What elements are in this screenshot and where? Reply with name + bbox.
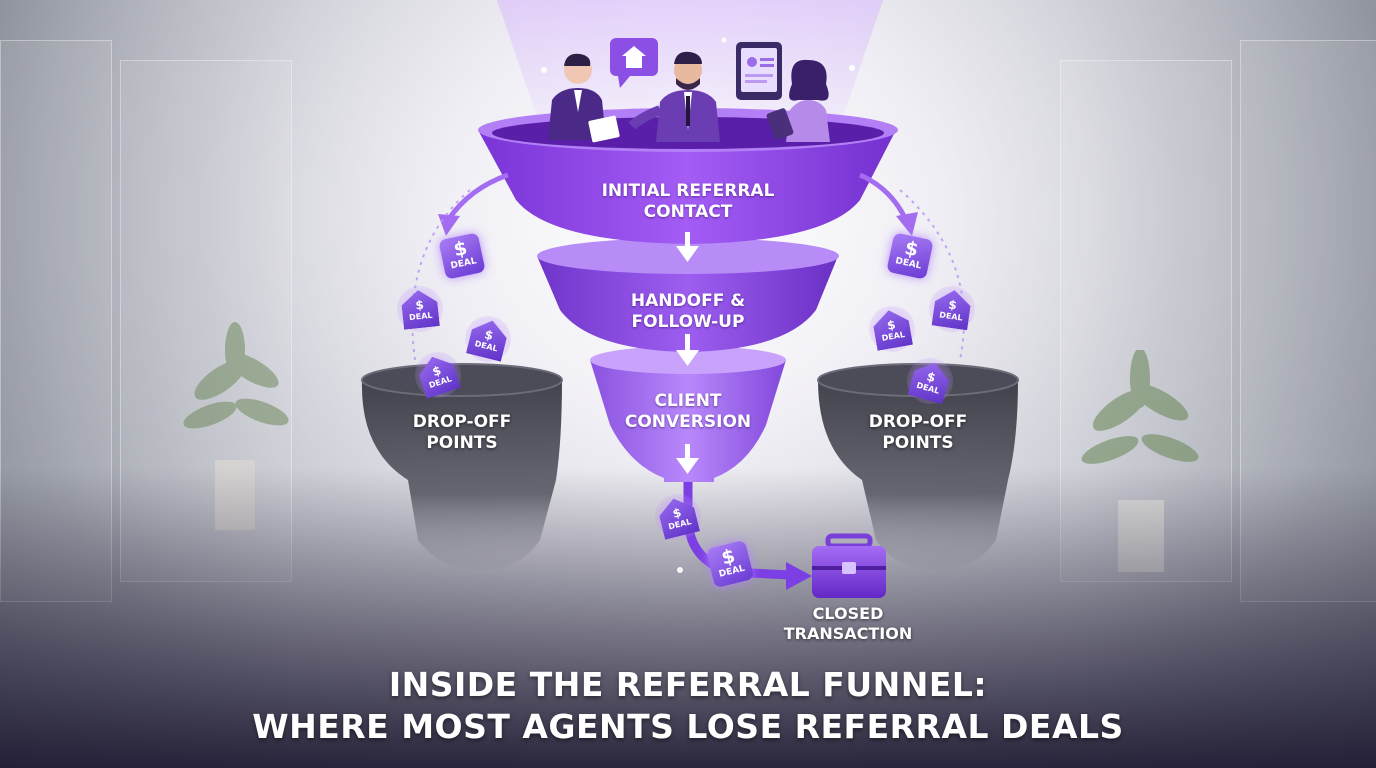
drop-arrow-head-right — [896, 212, 918, 236]
dollar-deal-tag-icon: $ DEAL — [886, 232, 934, 280]
drop-off-right-line2: POINTS — [882, 433, 954, 453]
stage-2-line1: HANDOFF & — [630, 291, 746, 311]
stage-1-line1: INITIAL REFERRAL — [601, 181, 775, 201]
title-line-1: INSIDE THE REFERRAL FUNNEL: — [388, 665, 988, 704]
drop-off-right-line1: DROP-OFF — [868, 412, 968, 432]
drop-off-label-right: DROP-OFF POINTS — [838, 412, 998, 454]
closed-line2: TRANSACTION — [783, 624, 913, 643]
stage-3-label: CLIENT CONVERSION — [568, 391, 808, 433]
drop-off-label-left: DROP-OFF POINTS — [382, 412, 542, 454]
closed-line1: CLOSED — [812, 604, 884, 623]
stage-1-label: INITIAL REFERRAL CONTACT — [568, 181, 808, 223]
dotted-arcs — [411, 189, 965, 361]
drop-off-funnel-left — [361, 363, 563, 570]
stage-1-line2: CONTACT — [643, 202, 733, 222]
stage-3-line2: CONVERSION — [624, 412, 752, 432]
stage-2-label: HANDOFF & FOLLOW-UP — [568, 291, 808, 333]
drop-off-left-line1: DROP-OFF — [412, 412, 512, 432]
drop-arrow-head-left — [438, 214, 460, 236]
house-chat-icon — [610, 38, 658, 88]
dollar-deal-tag-icon: $ DEAL — [438, 232, 486, 280]
stage-2-line2: FOLLOW-UP — [631, 312, 745, 332]
agents-illustration — [541, 37, 855, 573]
tablet-profile-icon — [736, 42, 782, 100]
title-line-2: WHERE MOST AGENTS LOSE REFERRAL DEALS — [252, 707, 1124, 746]
drop-off-left-line2: POINTS — [426, 433, 498, 453]
page-title: INSIDE THE REFERRAL FUNNEL: WHERE MOST A… — [0, 664, 1376, 748]
closed-transaction-label: CLOSED TRANSACTION — [768, 604, 928, 644]
briefcase-icon — [812, 533, 886, 598]
flow-arrows — [676, 232, 699, 474]
stage-3-line1: CLIENT — [654, 391, 722, 411]
drop-off-arrows — [445, 172, 908, 222]
